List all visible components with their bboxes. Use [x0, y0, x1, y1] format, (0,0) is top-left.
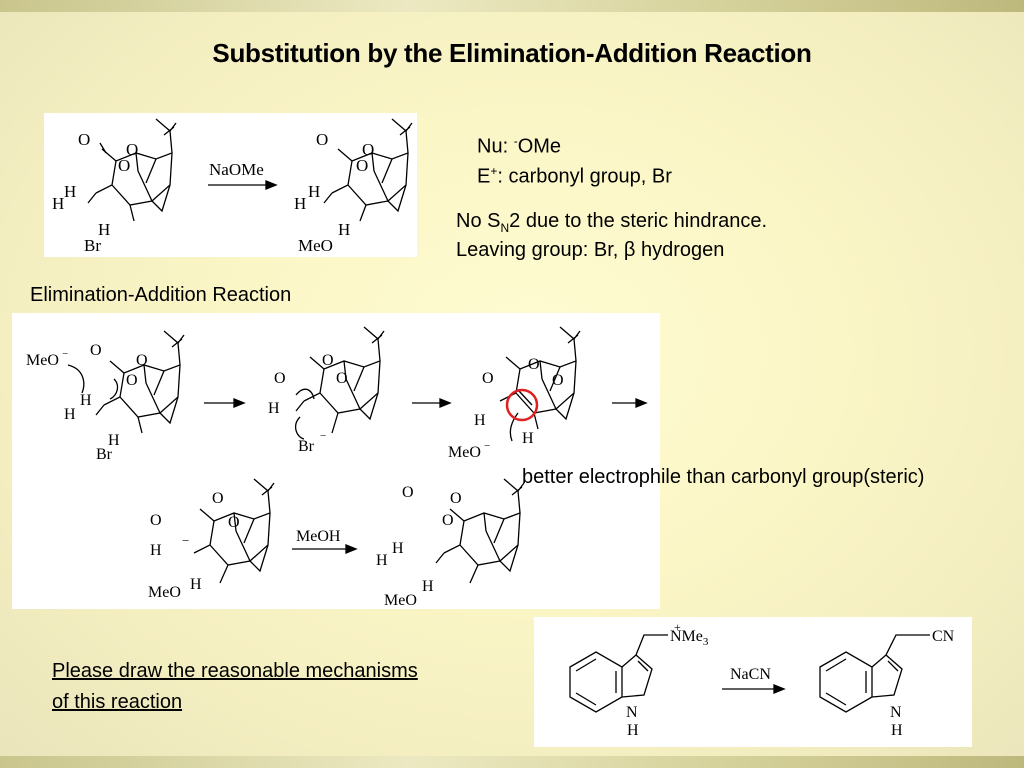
indole-reaction-scheme: + NMe3 N H NaCN CN N H — [534, 617, 972, 747]
nu-prefix: Nu: — [477, 135, 514, 158]
top-product-h3: H — [338, 220, 350, 239]
nu-charge: - — [513, 134, 518, 148]
e-value: : carbonyl group, Br — [497, 165, 672, 188]
top-reaction-svg: O O O H H H Br NaOMe O O O H H H MeO — [52, 118, 413, 255]
e-prefix: E — [477, 165, 491, 188]
indole-start-charge: + — [674, 620, 681, 634]
bottom-decorative-bar — [0, 756, 1024, 768]
slide-title: Substitution by the Elimination-Addition… — [212, 38, 812, 68]
indole-product-cn: CN — [932, 628, 955, 645]
top-product-meo: MeO — [298, 236, 333, 255]
indole-product-n: N — [890, 704, 902, 721]
mech-step2-h1: H — [268, 400, 280, 417]
top-decorative-bar — [0, 0, 1024, 12]
mech-step4-bridge-o: O — [228, 514, 240, 531]
no-sn2-line: No SN2 due to the steric hindrance. — [456, 206, 767, 244]
mech-step1-h2: H — [64, 406, 76, 423]
no-rest: 2 due to the steric hindrance. — [509, 210, 768, 232]
mech-step5-h3: H — [422, 578, 434, 595]
mech-step4-ring-o: O — [212, 490, 224, 507]
mech-step3-h1: H — [474, 412, 486, 429]
question-line-1: Please draw the reasonable mechanisms — [52, 660, 418, 682]
mech-step3-bridge-o: O — [552, 372, 564, 389]
mech-step5-h1: H — [392, 540, 404, 557]
mech-step2-carbonyl-o: O — [274, 370, 286, 387]
mech-step5-bridge-o: O — [442, 512, 454, 529]
mech-step1-h1: H — [80, 392, 92, 409]
top-start-carbonyl-o: O — [78, 130, 90, 149]
top-start-h1: H — [64, 182, 76, 201]
top-start-ring-o: O — [126, 140, 138, 159]
mechanism-scheme: MeO − O O O H H H Br O O O H Br − O O O … — [12, 313, 660, 609]
mech-step1-br: Br — [96, 446, 113, 463]
section-label: Elimination-Addition Reaction — [30, 284, 292, 306]
mech-step4-h1: H — [150, 542, 162, 559]
mech-step5-carbonyl-o: O — [402, 484, 414, 501]
indole-start-n: N — [626, 704, 638, 721]
mech-step3-h2: H — [522, 430, 534, 447]
mech-step4-meo: MeO — [148, 584, 181, 601]
mech-step1-h3: H — [108, 432, 120, 449]
mech-step4-charge: − — [182, 533, 189, 548]
top-product-h1: H — [308, 182, 320, 201]
indole-start-h: H — [627, 722, 639, 739]
nu-line: Nu: -OMe — [477, 126, 561, 163]
top-reagent-naome: NaOMe — [209, 160, 264, 179]
top-start-br: Br — [84, 236, 101, 255]
indole-start-group: NMe3 — [670, 628, 709, 648]
indole-reagent-nacn: NaCN — [730, 666, 771, 683]
mech-step4-carbonyl-o: O — [150, 512, 162, 529]
mech-step3-carbonyl-o: O — [482, 370, 494, 387]
top-start-h3: H — [98, 220, 110, 239]
mech-step4-h2: H — [190, 576, 202, 593]
mech-step5-h2: H — [376, 552, 388, 569]
mech-step1-bridge-o: O — [126, 372, 138, 389]
question-line-2: of this reaction — [52, 691, 183, 713]
mech-step2-ring-o: O — [322, 352, 334, 369]
mech-step1-carbonyl-o: O — [90, 342, 102, 359]
top-product-h2: H — [294, 194, 306, 213]
e-line: E+: carbonyl group, Br — [477, 156, 672, 193]
mechanism-svg: MeO − O O O H H H Br O O O H Br − O O O … — [26, 326, 648, 609]
mech-step5-meo: MeO — [384, 592, 417, 609]
highlight-circle — [505, 388, 539, 422]
mech-nucleophile-charge: − — [62, 348, 68, 360]
top-product-bridge-o: O — [356, 156, 368, 175]
indole-product-h: H — [891, 722, 903, 739]
mech-step2-charge: − — [320, 430, 326, 442]
mech-step1-ring-o: O — [136, 352, 148, 369]
electrophile-note: better electrophile than carbonyl group(… — [522, 466, 925, 488]
no-prefix: No S — [456, 210, 501, 232]
top-start-bridge-o: O — [118, 156, 130, 175]
mech-step3-ring-o: O — [528, 356, 540, 373]
mech-step3-nucleophile: MeO — [448, 444, 481, 461]
no-subscript: N — [500, 221, 510, 235]
top-start-h2: H — [52, 194, 64, 213]
mech-nucleophile: MeO — [26, 352, 59, 369]
e-charge: + — [490, 164, 498, 178]
mech-step3-nucleophile-charge: − — [484, 440, 490, 452]
top-reaction-scheme: O O O H H H Br NaOMe O O O H H H MeO — [44, 113, 417, 257]
indole-svg: + NMe3 N H NaCN CN N H — [569, 620, 955, 739]
leaving-group-line: Leaving group: Br, β hydrogen — [456, 239, 725, 261]
mech-step2-br: Br — [298, 438, 315, 455]
top-product-carbonyl-o: O — [316, 130, 328, 149]
mech-step5-ring-o: O — [450, 490, 462, 507]
mech-reagent-meoh: MeOH — [296, 528, 341, 545]
nu-value: OMe — [517, 135, 562, 158]
mech-step2-bridge-o: O — [336, 370, 348, 387]
top-product-ring-o: O — [362, 140, 374, 159]
